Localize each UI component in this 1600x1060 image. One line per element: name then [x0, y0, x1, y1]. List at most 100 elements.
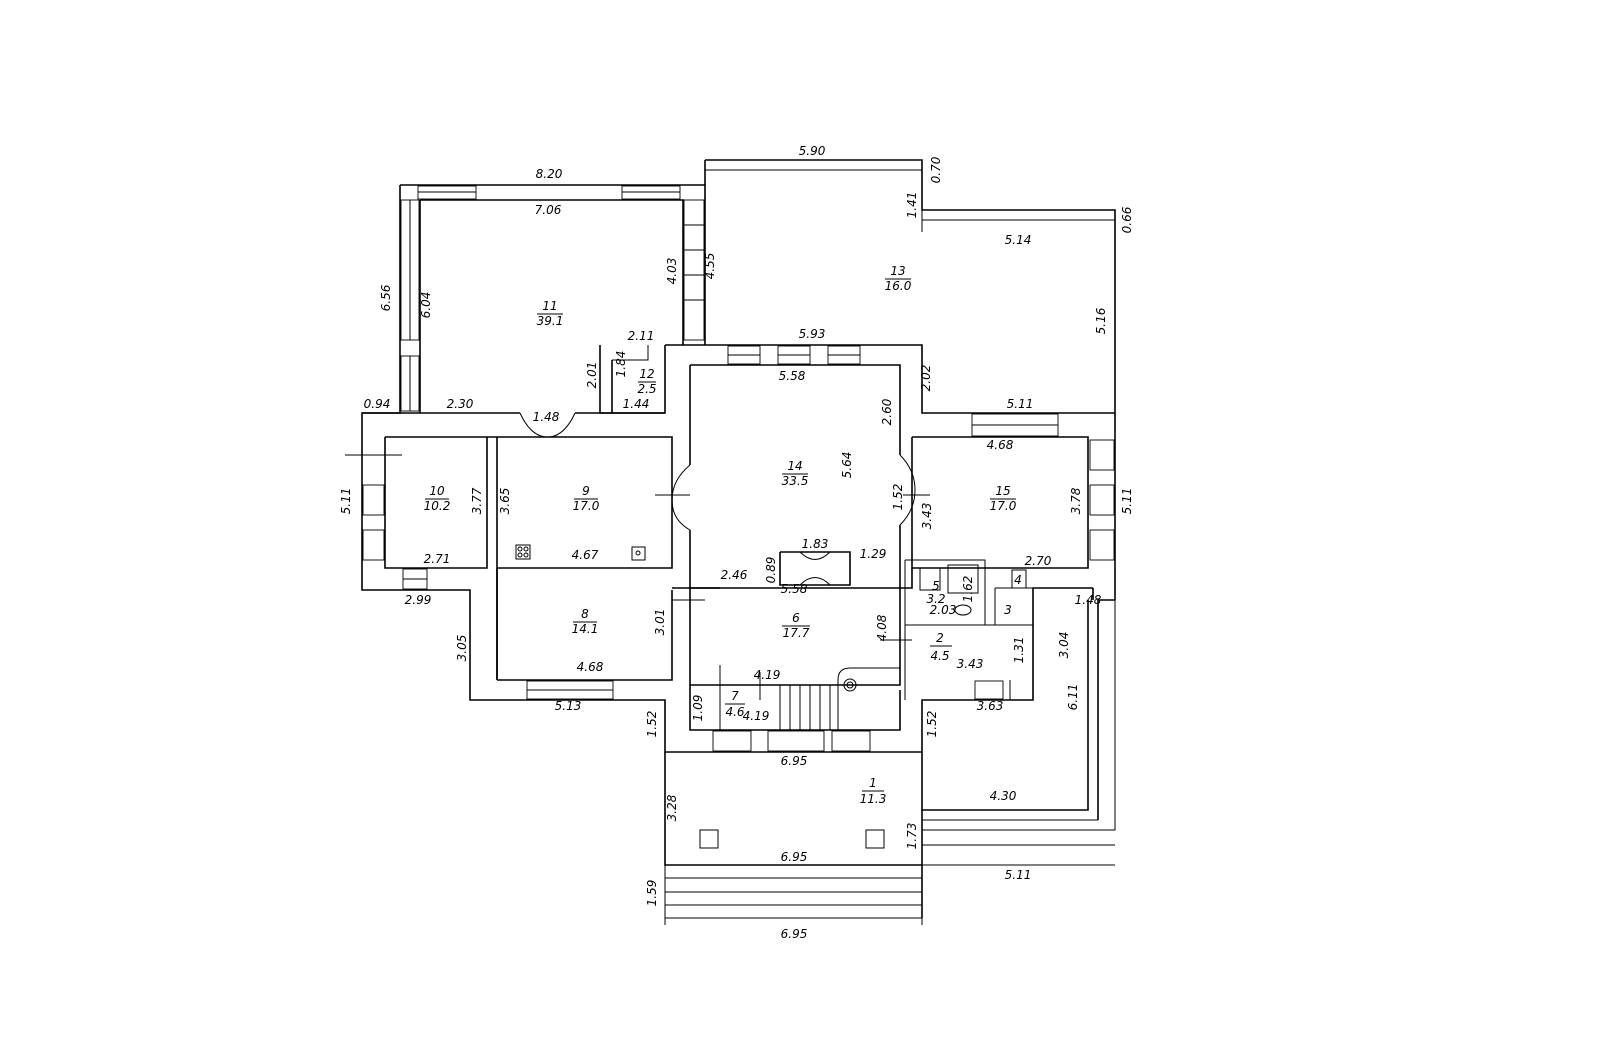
dim: 1.48: [1075, 593, 1102, 607]
dim: 8.20: [536, 167, 563, 181]
dim: 1.52: [925, 711, 939, 738]
svg-text:17.7: 17.7: [783, 626, 810, 640]
svg-text:10: 10: [429, 484, 445, 498]
dim: 2.02: [919, 365, 933, 392]
svg-text:7: 7: [731, 689, 739, 703]
room-label-7: 74.6: [725, 689, 745, 719]
dim: 2.99: [405, 593, 432, 607]
room-label-4: 4: [1014, 573, 1022, 587]
dim: 2.03: [930, 603, 957, 617]
svg-text:39.1: 39.1: [537, 314, 564, 328]
stove-icon: [515, 544, 531, 560]
dim: 4.55: [703, 253, 717, 280]
dim: 6.95: [781, 850, 808, 864]
dim: 1.83: [802, 537, 829, 551]
dim: 4.19: [754, 668, 781, 682]
dim: 1.73: [905, 823, 919, 850]
dim: 5.11: [339, 488, 353, 515]
svg-text:4.6: 4.6: [725, 705, 744, 719]
dim: 1.84: [614, 351, 628, 378]
svg-text:16.0: 16.0: [885, 279, 912, 293]
dim: 1.41: [905, 192, 919, 219]
dim: 6.56: [379, 284, 393, 311]
room-label-9: 917.0: [573, 484, 600, 513]
dim: 4.19: [743, 709, 770, 723]
dim: 1.62: [961, 576, 975, 603]
dim: 3.78: [1069, 487, 1083, 514]
dim: 0.70: [929, 156, 943, 183]
dimension-labels: 5.90 0.70 8.20 7.06 1.41 0.66 5.14 6.56 …: [339, 144, 1134, 941]
dim: 2.60: [880, 398, 894, 425]
svg-text:1: 1: [869, 776, 877, 790]
dim: 5.16: [1094, 307, 1108, 334]
dim: 2.11: [628, 329, 655, 343]
dim: 5.64: [840, 452, 854, 479]
room-label-12: 122.5: [637, 367, 656, 396]
svg-text:11: 11: [542, 299, 557, 313]
dim: 0.89: [764, 557, 778, 584]
dim: 5.93: [799, 327, 826, 341]
dim: 5.58: [781, 582, 808, 596]
dim: 2.46: [721, 568, 748, 582]
dim: 3.04: [1057, 632, 1071, 659]
dim: 2.01: [585, 362, 599, 389]
svg-text:2: 2: [936, 631, 944, 645]
dim: 3.01: [653, 609, 667, 636]
dim: 6.95: [781, 927, 808, 941]
dim: 3.05: [455, 635, 469, 662]
svg-text:8: 8: [581, 607, 589, 621]
dim: 5.11: [1120, 488, 1134, 515]
room-labels: 111.3 24.5 3 4 53.2 617.7 74.6 814.1 917…: [424, 264, 1022, 806]
svg-text:13: 13: [890, 264, 905, 278]
dim: 5.11: [1007, 397, 1034, 411]
dim: 1.09: [691, 695, 705, 722]
svg-text:17.0: 17.0: [573, 499, 600, 513]
svg-text:5: 5: [932, 579, 940, 593]
dim: 3.63: [977, 699, 1004, 713]
dim: 1.44: [623, 397, 650, 411]
dim: 1.52: [645, 711, 659, 738]
windows: [345, 185, 1115, 752]
walls: [361, 159, 1116, 919]
dim: 6.04: [419, 292, 433, 319]
dim: 3.43: [920, 503, 934, 530]
dim: 4.08: [875, 614, 889, 641]
dim: 4.30: [990, 789, 1017, 803]
dim: 4.68: [577, 660, 604, 674]
svg-text:4: 4: [1014, 573, 1022, 587]
svg-text:3: 3: [1004, 603, 1012, 617]
dim: 2.70: [1025, 554, 1052, 568]
dim: 5.13: [555, 699, 582, 713]
dim: 3.65: [498, 488, 512, 515]
dim: 0.94: [364, 397, 391, 411]
dim: 5.14: [1005, 233, 1032, 247]
staircase: [719, 665, 900, 730]
dim: 3.28: [665, 794, 679, 821]
dim: 4.68: [987, 438, 1014, 452]
svg-text:14: 14: [787, 459, 802, 473]
dim: 6.11: [1066, 684, 1080, 711]
svg-text:2.5: 2.5: [637, 382, 656, 396]
dim: 5.90: [799, 144, 826, 158]
dim: 6.95: [781, 754, 808, 768]
svg-text:33.5: 33.5: [782, 474, 809, 488]
room-label-8: 814.1: [572, 607, 599, 636]
svg-text:3.2: 3.2: [926, 592, 945, 606]
dim: 1.48: [533, 410, 560, 424]
svg-text:15: 15: [995, 484, 1010, 498]
dim: 2.71: [424, 552, 451, 566]
dimension-lines: [664, 160, 1116, 925]
svg-text:11.3: 11.3: [860, 792, 887, 806]
room-label-5: 53.2: [926, 579, 945, 606]
dim: 5.58: [779, 369, 806, 383]
dim: 0.66: [1120, 206, 1134, 233]
dim: 1.52: [891, 484, 905, 511]
svg-text:10.2: 10.2: [424, 499, 451, 513]
appliances: [515, 544, 646, 561]
dim: 4.67: [572, 548, 599, 562]
